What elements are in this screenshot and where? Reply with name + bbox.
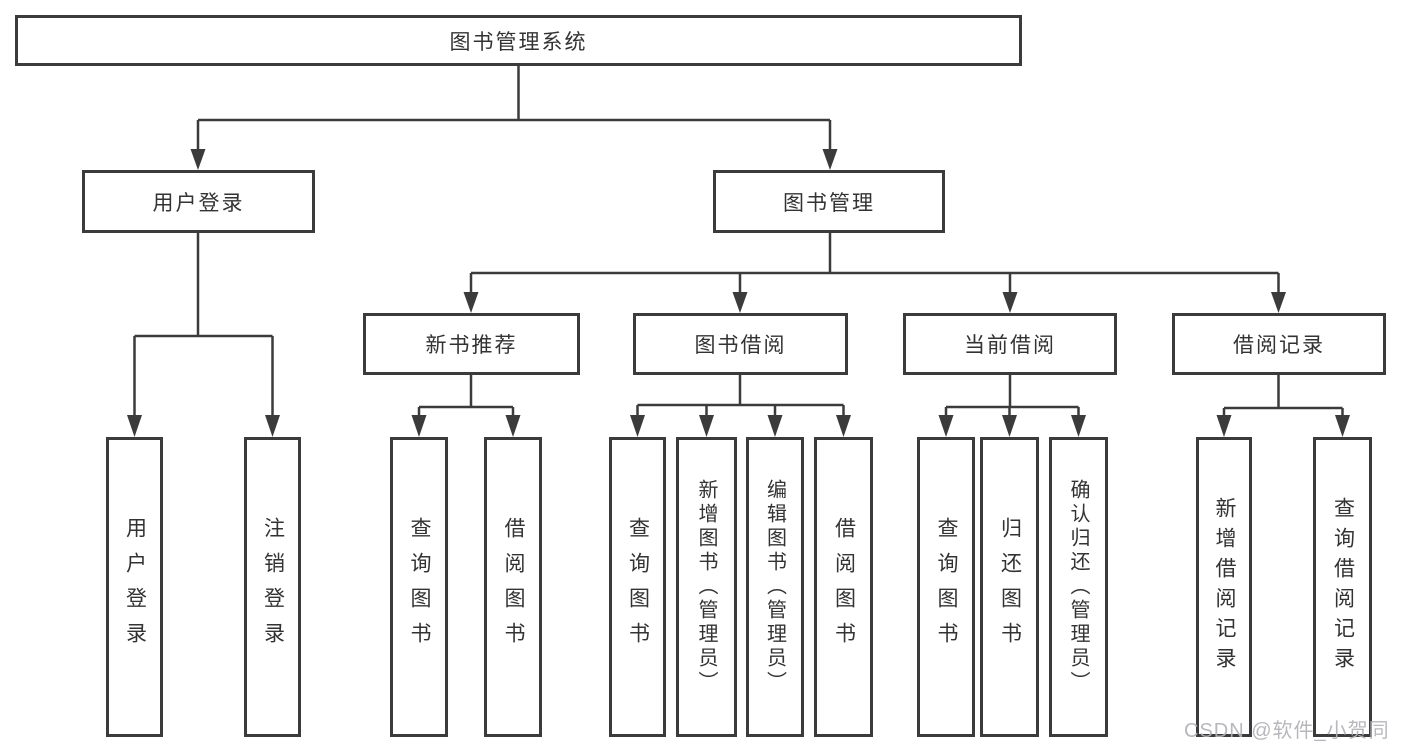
leaf-borrow-borrow-books: 借阅图书 xyxy=(814,437,873,737)
node-book-borrowing: 图书借阅 xyxy=(633,313,848,375)
leaf-edit-books-admin: 编辑图书（管理员） xyxy=(746,437,804,737)
leaf-return-books: 归还图书 xyxy=(980,437,1039,737)
arrow-icon xyxy=(630,415,645,437)
leaf-logout: 注销登录 xyxy=(244,437,301,737)
leaf-add-books-admin: 新增图书（管理员） xyxy=(676,437,737,737)
arrow-icon xyxy=(767,415,783,437)
arrow-icon xyxy=(1335,415,1350,437)
connector-records-to-leaves xyxy=(1222,375,1344,419)
leaf-confirm-return-admin: 确认归还（管理员） xyxy=(1049,437,1108,737)
leaf-newbook-query-books: 查询图书 xyxy=(390,437,448,737)
node-new-book-recommendation: 新书推荐 xyxy=(363,313,580,375)
leaf-borrow-query-books: 查询图书 xyxy=(609,437,666,737)
arrow-icon xyxy=(1271,292,1286,313)
node-book-management: 图书管理 xyxy=(713,170,945,233)
connector-bookmgmt-to-level3 xyxy=(469,233,1280,295)
arrow-icon xyxy=(1071,415,1086,437)
arrow-icon xyxy=(1002,292,1018,313)
leaf-add-borrow-record: 新增借阅记录 xyxy=(1196,437,1252,737)
arrow-icon xyxy=(190,149,206,170)
node-current-borrowing: 当前借阅 xyxy=(903,313,1117,375)
leaf-query-borrow-record: 查询借阅记录 xyxy=(1313,437,1372,737)
node-library-management-system: 图书管理系统 xyxy=(15,15,1022,66)
leaf-current-query-books: 查询图书 xyxy=(917,437,975,737)
connector-bookborrow-to-leaves xyxy=(636,375,845,419)
connector-root-to-level2 xyxy=(196,66,832,152)
arrow-icon xyxy=(505,415,521,437)
leaf-newbook-borrow-books: 借阅图书 xyxy=(484,437,542,737)
arrow-icon xyxy=(699,415,714,437)
arrow-icon xyxy=(1002,415,1017,437)
arrow-icon xyxy=(463,292,479,313)
arrow-icon xyxy=(822,149,838,170)
node-borrowing-records: 借阅记录 xyxy=(1172,313,1386,375)
connector-userlogin-to-leaves xyxy=(133,233,274,419)
connector-currentborrow-to-leaves xyxy=(944,375,1080,419)
arrow-icon xyxy=(127,415,142,437)
connector-newbook-to-leaves xyxy=(417,375,515,419)
arrow-icon xyxy=(1216,415,1232,437)
leaf-user-login: 用户登录 xyxy=(106,437,163,737)
arrow-icon xyxy=(836,415,851,437)
csdn-watermark: CSDN @软件_小贺同学 xyxy=(1184,720,1390,742)
arrow-icon xyxy=(732,292,748,313)
node-user-login: 用户登录 xyxy=(82,170,315,233)
arrow-icon xyxy=(265,415,280,437)
arrow-icon xyxy=(938,415,954,437)
arrow-icon xyxy=(411,415,427,437)
